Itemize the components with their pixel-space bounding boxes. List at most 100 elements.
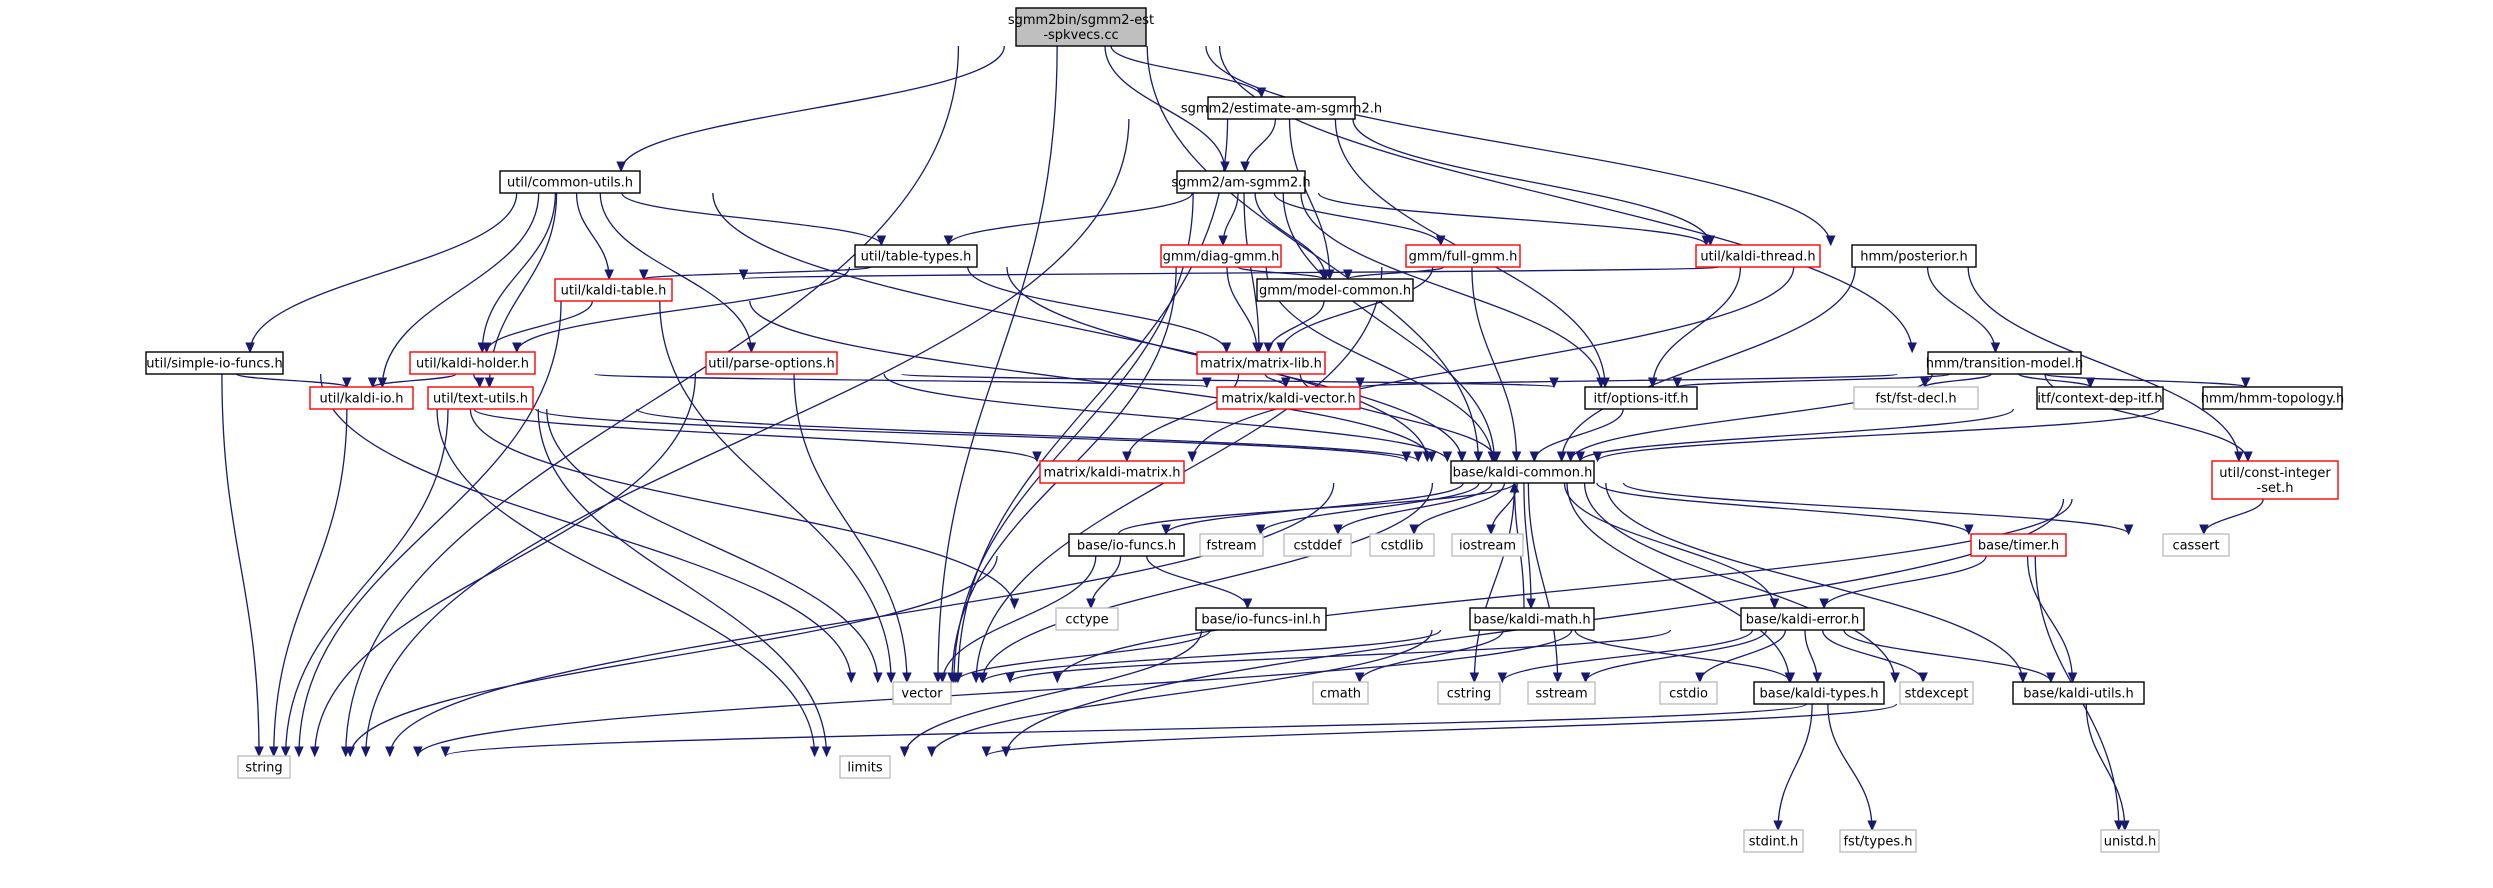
node-fsttypes[interactable]: fst/types.h: [1839, 829, 1917, 853]
node-timer[interactable]: base/timer.h: [1970, 533, 2067, 557]
edge-est-to-kth: [1352, 118, 1716, 247]
node-kth[interactable]: util/kaldi-thread.h: [1695, 244, 1821, 268]
node-box: [2202, 386, 2343, 410]
node-box: [554, 278, 673, 302]
arrowhead-icon: [2046, 672, 2056, 684]
node-label: cmath: [1320, 687, 1361, 702]
node-box: [1851, 244, 1977, 268]
edge-am-to-fg: [1273, 192, 1446, 247]
node-unistd[interactable]: unistd.h: [2100, 829, 2160, 853]
node-cd[interactable]: itf/context-dep-itf.h: [2036, 386, 2164, 410]
node-ht[interactable]: hmm/hmm-topology.h: [2201, 386, 2345, 410]
node-tt[interactable]: util/table-types.h: [854, 244, 978, 268]
node-limits[interactable]: limits: [839, 755, 891, 779]
node-sio[interactable]: util/simple-io-funcs.h: [145, 351, 284, 375]
node-cctype[interactable]: cctype: [1055, 607, 1119, 631]
arrowhead-icon: [268, 746, 279, 758]
node-po[interactable]: util/parse-options.h: [705, 351, 838, 375]
edge-post-to-kc: [1556, 266, 1856, 463]
node-root[interactable]: sgmm2bin/sgmm2-est-spkvecs.cc: [1008, 7, 1154, 47]
edge-ke-to-cstdio: [1695, 629, 1787, 684]
node-box: [1853, 386, 1979, 410]
node-kc[interactable]: base/kaldi-common.h: [1450, 460, 1595, 484]
node-kio[interactable]: util/kaldi-io.h: [309, 386, 414, 410]
edge-root-to-tm: [1218, 45, 1917, 354]
node-kh[interactable]: util/kaldi-holder.h: [409, 351, 536, 375]
node-cstring[interactable]: cstring: [1437, 681, 1501, 705]
node-label: sgmm2bin/sgmm2-est: [1008, 13, 1154, 28]
node-post[interactable]: hmm/posterior.h: [1851, 244, 1977, 268]
arrowhead-icon: [1819, 598, 1829, 610]
node-label: matrix/kaldi-vector.h: [1221, 392, 1355, 407]
arrowhead-icon: [1575, 451, 1586, 463]
arrowhead-icon: [1549, 377, 1559, 389]
node-cstddef[interactable]: cstddef: [1283, 533, 1352, 557]
node-stdint[interactable]: stdint.h: [1743, 829, 1804, 853]
node-am[interactable]: sgmm2/am-sgmm2.h: [1171, 170, 1311, 194]
edge-kc-to-kt: [1566, 482, 1795, 684]
node-cis[interactable]: util/const-integer-set.h: [2211, 460, 2339, 500]
node-sstream[interactable]: sstream: [1527, 681, 1596, 705]
edge-root-to-post: [1205, 45, 1836, 247]
node-iof[interactable]: base/io-funcs.h: [1068, 533, 1185, 557]
node-label: sgmm2/am-sgmm2.h: [1171, 176, 1310, 191]
node-kmath[interactable]: base/kaldi-math.h: [1469, 607, 1595, 631]
node-est[interactable]: sgmm2/estimate-am-sgmm2.h: [1181, 96, 1382, 120]
node-box: [2036, 386, 2164, 410]
arrowhead-icon: [902, 672, 912, 684]
arrowhead-icon: [876, 235, 887, 247]
edge-kc-to-stdexcept: [1583, 482, 1900, 684]
node-fg[interactable]: gmm/full-gmm.h: [1405, 244, 1521, 268]
node-ml[interactable]: matrix/matrix-lib.h: [1196, 351, 1326, 375]
node-cassert[interactable]: cassert: [2162, 533, 2230, 557]
edge-kc-to-fstream: [1255, 482, 1480, 536]
node-km[interactable]: matrix/kaldi-matrix.h: [1039, 460, 1185, 484]
arrowhead-icon: [1218, 235, 1228, 247]
node-box: [1405, 244, 1521, 268]
node-dg[interactable]: gmm/diag-gmm.h: [1160, 244, 1282, 268]
node-label: base/kaldi-types.h: [1760, 687, 1879, 702]
node-mc[interactable]: gmm/model-common.h: [1256, 278, 1414, 302]
node-kt[interactable]: base/kaldi-types.h: [1753, 681, 1885, 705]
node-oi[interactable]: itf/options-itf.h: [1584, 386, 1698, 410]
edge-kt-to-fsttypes: [1827, 703, 1877, 832]
node-iofi[interactable]: base/io-funcs-inl.h: [1195, 607, 1327, 631]
node-label: -spkvecs.cc: [1043, 28, 1118, 43]
arrowhead-icon: [1580, 672, 1591, 684]
node-iostream[interactable]: iostream: [1451, 533, 1524, 557]
arrowhead-icon: [604, 269, 614, 281]
node-box: [1195, 607, 1327, 631]
node-ktab[interactable]: util/kaldi-table.h: [554, 278, 673, 302]
arrowhead-icon: [1276, 342, 1286, 354]
node-tu[interactable]: util/text-utils.h: [427, 386, 534, 410]
node-tm[interactable]: hmm/transition-model.h: [1926, 351, 2083, 375]
node-stdexcept[interactable]: stdexcept: [1899, 681, 1974, 705]
edge-kc-to-timer: [1596, 482, 1974, 536]
arrowhead-icon: [2067, 672, 2078, 684]
arrowhead-icon: [1491, 451, 1502, 463]
arrowhead-icon: [1001, 746, 1011, 758]
node-cstdlib[interactable]: cstdlib: [1369, 533, 1435, 557]
node-box: [854, 244, 978, 268]
edge-cu-to-sio: [245, 192, 518, 354]
edge-ku-to-unistd: [2085, 703, 2130, 832]
node-string[interactable]: string: [237, 755, 291, 779]
node-ku[interactable]: base/kaldi-utils.h: [2012, 681, 2145, 705]
node-label: gmm/diag-gmm.h: [1163, 250, 1280, 265]
node-fstream[interactable]: fstream: [1199, 533, 1264, 557]
edge-kc-to-cstddef: [1333, 482, 1493, 536]
node-label: util/kaldi-io.h: [319, 392, 403, 407]
node-kv[interactable]: matrix/kaldi-vector.h: [1216, 386, 1361, 410]
arrowhead-icon: [413, 746, 423, 758]
node-cu[interactable]: util/common-utils.h: [499, 170, 641, 194]
node-ke[interactable]: base/kaldi-error.h: [1740, 607, 1865, 631]
node-label: vector: [901, 687, 943, 702]
node-fd[interactable]: fst/fst-decl.h: [1853, 386, 1979, 410]
edge-dg-to-ml: [1226, 266, 1262, 354]
node-cmath[interactable]: cmath: [1312, 681, 1369, 705]
node-cstdio[interactable]: cstdio: [1659, 681, 1718, 705]
node-vector[interactable]: vector: [892, 681, 952, 705]
arrowhead-icon: [1032, 451, 1042, 463]
edge-cu-to-kh: [477, 192, 557, 354]
